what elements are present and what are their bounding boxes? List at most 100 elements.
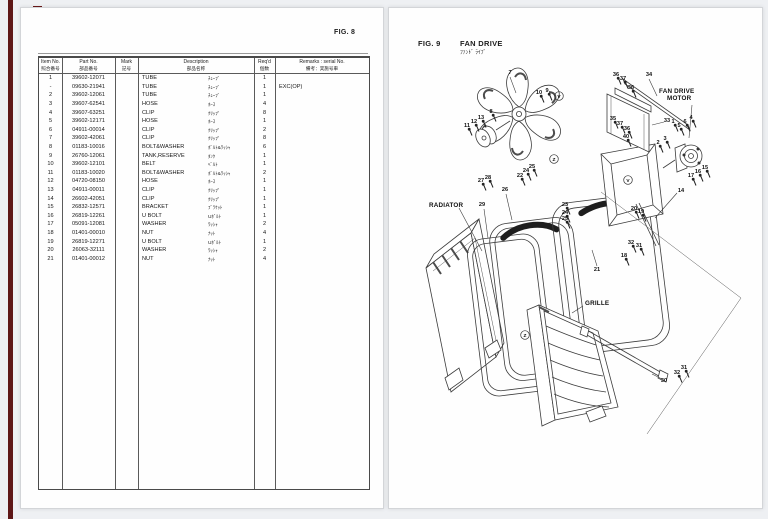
- callout-number-20: 20: [631, 206, 637, 212]
- bolt-icon: [624, 257, 628, 261]
- column-divider: [254, 58, 255, 489]
- bolt-icon: [623, 80, 627, 84]
- cell: 19: [47, 238, 54, 245]
- bolt-icon: [481, 119, 485, 123]
- cell: 39602-12071: [72, 75, 105, 82]
- cell: 1: [262, 161, 267, 168]
- cell: 05091-12081: [72, 221, 105, 228]
- callout-number-40: 40: [623, 134, 629, 140]
- bolt-icon: [483, 184, 487, 191]
- callout-number-1: 1: [671, 119, 674, 125]
- cell: 26602-42051: [72, 195, 105, 202]
- binder-edge-bar: [8, 0, 13, 519]
- cell: 17: [47, 221, 54, 228]
- bolt-icon: [539, 94, 543, 98]
- cell-size-jp: ﾜｯｼｬ: [208, 249, 218, 255]
- cell: 1: [262, 212, 267, 219]
- bolt-icon: [643, 215, 647, 222]
- part-label: GRILLE: [585, 300, 609, 307]
- cell: 6: [262, 144, 267, 151]
- bolt-icon: [541, 96, 545, 103]
- callout-number-34: 34: [646, 72, 653, 78]
- fig8-label: FIG. 8: [334, 29, 356, 36]
- bolt-icon: [673, 123, 677, 127]
- radiator: [425, 217, 505, 393]
- cell: 3: [48, 101, 53, 108]
- bolt-icon: [693, 121, 697, 128]
- cell-size-jp: ｸﾘｯﾌﾟ: [208, 189, 220, 195]
- callout-number-36: 36: [624, 126, 630, 132]
- bolt-icon: [613, 120, 617, 124]
- cell: 4: [262, 255, 267, 262]
- cell-size-jp: ﾅｯﾄ: [208, 257, 216, 263]
- cell: 1: [262, 195, 267, 202]
- view-letter-Z: Z: [524, 333, 527, 339]
- bolt-icon: [565, 206, 569, 210]
- callout-number-25: 25: [529, 164, 535, 170]
- header-cell: Remarks : serial No.備考：実施号車: [299, 59, 345, 71]
- callout-number-18: 18: [621, 253, 627, 259]
- bolt-icon: [622, 127, 626, 134]
- cell: 39607-63251: [72, 109, 105, 116]
- cell: 26819-12271: [72, 238, 105, 245]
- cell-size-jp: ｸﾘｯﾌﾟ: [208, 111, 220, 117]
- callout-number-13: 13: [478, 115, 484, 121]
- leader-line: [654, 192, 678, 219]
- view-circle: [623, 175, 633, 185]
- cell: 39602-42061: [72, 135, 105, 142]
- bolt-icon: [677, 374, 681, 378]
- bolt-icon: [567, 222, 571, 229]
- bolt-icon: [488, 179, 492, 183]
- cell: 09630-21941: [72, 83, 105, 90]
- callout-number-36: 36: [613, 72, 619, 78]
- cell: 4: [48, 109, 53, 116]
- cell: 04911-00011: [72, 187, 105, 194]
- callout-number-17: 17: [688, 173, 694, 179]
- header-cell: Part No.部品番号: [79, 59, 98, 71]
- cell: 18: [47, 229, 54, 236]
- cell: 2: [262, 221, 267, 228]
- cell-size-jp: ﾎｰｽ: [208, 103, 216, 109]
- bolt-icon: [625, 82, 629, 89]
- fan-pulley: [475, 125, 497, 148]
- bolt-icon: [627, 130, 631, 134]
- bolt-icon: [483, 121, 487, 128]
- bolt-icon: [549, 94, 553, 101]
- leader-line: [505, 193, 513, 221]
- bolt-icon: [620, 125, 624, 129]
- cell: 26063-32111: [72, 247, 105, 254]
- bolt-icon: [476, 125, 480, 132]
- cell: 04720-08150: [72, 178, 105, 185]
- motor-bracket-plate: [606, 87, 652, 153]
- callout-number-3: 3: [663, 136, 666, 142]
- callout-number-14: 14: [678, 188, 685, 194]
- cell-size-jp: ﾁｭｰﾌﾞ: [208, 94, 220, 100]
- bolt-icon: [679, 127, 683, 131]
- label-leader-line: [688, 104, 693, 139]
- cell: 2: [262, 169, 267, 176]
- cell: 1: [262, 75, 267, 82]
- cell: 01401-00010: [72, 229, 105, 236]
- bolt-icon: [705, 169, 709, 173]
- cell: 2: [262, 247, 267, 254]
- bolt-icon: [667, 142, 671, 149]
- bolt-icon: [633, 246, 637, 253]
- bolt-icon: [626, 138, 630, 142]
- cell: 13: [47, 187, 54, 194]
